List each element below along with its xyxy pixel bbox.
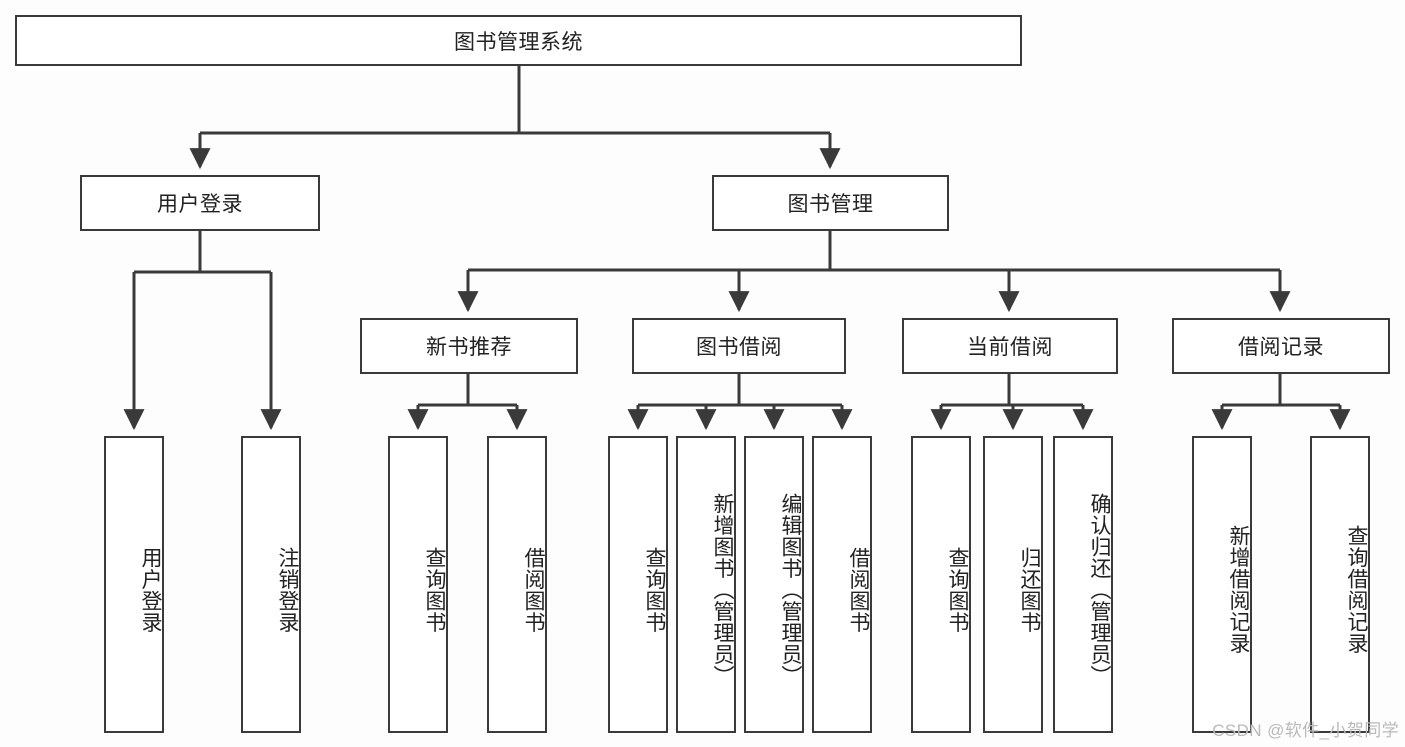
node-current-borrow[interactable]: 当前借阅	[902, 318, 1118, 374]
node-book-borrow[interactable]: 图书借阅	[632, 318, 846, 374]
leaf-query-borrow-record[interactable]: 查询借阅记录	[1310, 436, 1370, 733]
leaf-borrow-book[interactable]: 借阅图书	[812, 436, 872, 733]
leaf-confirm-return-admin[interactable]: 确认归还（管理员）	[1053, 436, 1113, 733]
leaf-query-book-borrow[interactable]: 查询图书	[608, 436, 668, 733]
leaf-borrow-book-recommend[interactable]: 借阅图书	[487, 436, 547, 733]
node-user-login[interactable]: 用户登录	[80, 175, 320, 231]
leaf-user-logout[interactable]: 注销登录	[241, 436, 301, 733]
node-new-book-recommend[interactable]: 新书推荐	[360, 318, 578, 374]
node-borrow-records[interactable]: 借阅记录	[1172, 318, 1390, 374]
csdn-watermark: CSDN @软件_小贺同学	[1212, 721, 1399, 740]
leaf-add-book-admin[interactable]: 新增图书（管理员）	[676, 436, 736, 733]
node-root[interactable]: 图书管理系统	[15, 15, 1022, 66]
leaf-add-borrow-record[interactable]: 新增借阅记录	[1192, 436, 1252, 733]
node-book-management[interactable]: 图书管理	[712, 175, 949, 231]
leaf-query-book-current[interactable]: 查询图书	[911, 436, 971, 733]
leaf-return-book[interactable]: 归还图书	[983, 436, 1043, 733]
leaf-edit-book-admin[interactable]: 编辑图书（管理员）	[744, 436, 804, 733]
leaf-query-book-recommend[interactable]: 查询图书	[388, 436, 448, 733]
leaf-user-login[interactable]: 用户登录	[104, 436, 164, 733]
